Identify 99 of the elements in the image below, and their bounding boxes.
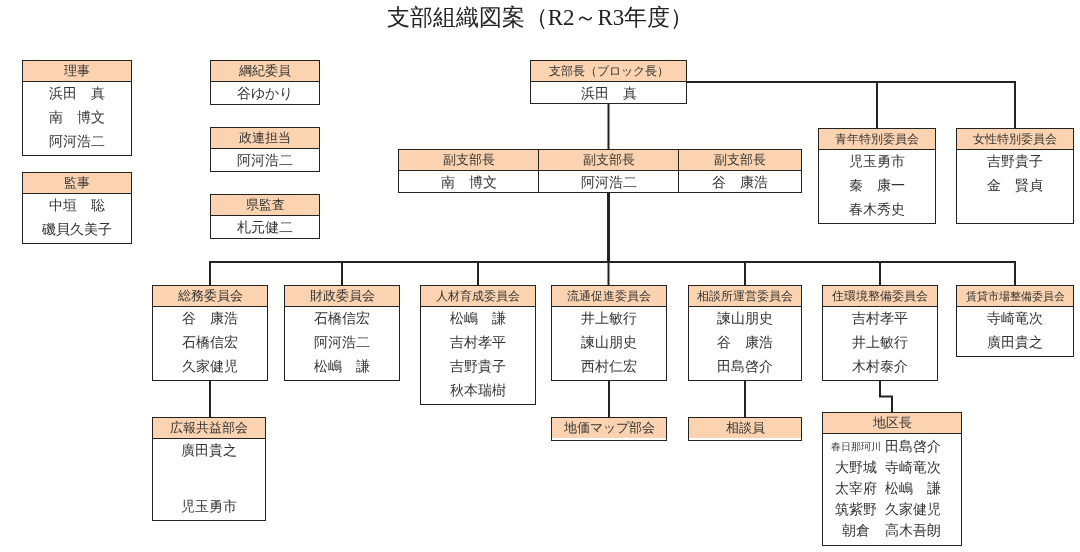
box-heading: 副支部長: [399, 150, 538, 171]
member-name: 吉野貴子: [449, 358, 507, 376]
member-name: 諫山朋史: [580, 334, 638, 352]
member-name: 春木秀史: [848, 201, 906, 219]
box-heading: 支部長（ブロック長）: [531, 61, 686, 82]
member-name: 石橋信宏: [313, 310, 371, 328]
connector-line: [607, 103, 610, 150]
member-name: 谷ゆかり: [236, 85, 294, 103]
member-name: 阿河浩二: [48, 133, 106, 151]
member-name: 浜田 真: [579, 85, 638, 103]
box-heading: 住環境整備委員会: [823, 286, 937, 307]
org-box: [398, 149, 539, 193]
box-heading: 財政委員会: [285, 286, 399, 307]
member-name: 札元健二: [236, 219, 294, 237]
member-name: 松嶋 謙: [885, 480, 942, 498]
member-name: 松嶋 謙: [449, 310, 507, 328]
org-box: [210, 60, 320, 105]
member-name: 高木吾朗: [885, 522, 942, 540]
connector-line: [744, 380, 746, 418]
district-name: 朝倉: [841, 522, 871, 540]
member-name: 吉村孝平: [449, 334, 507, 352]
org-box: [152, 285, 268, 381]
box-heading: 女性特別委員会: [957, 129, 1073, 150]
member-name: 廣田貴之: [180, 442, 238, 460]
member-name: 吉野貴子: [986, 153, 1044, 171]
district-name: 春日那珂川: [830, 440, 882, 454]
member-name: 秋本瑞樹: [449, 382, 507, 400]
box-heading: 県監査: [211, 195, 319, 216]
member-name: 谷 康浩: [716, 334, 774, 352]
box-heading: 理事: [23, 61, 131, 82]
member-name: 田島啓介: [716, 358, 774, 376]
chart-title: 支部組織図案（R2～R3年度）: [386, 4, 694, 32]
member-name: 南 博文: [439, 174, 498, 192]
member-name: 廣田貴之: [986, 334, 1044, 352]
box-heading: 綱紀委員: [211, 61, 319, 82]
member-name: 田島啓介: [885, 438, 942, 456]
member-name: 松嶋 謙: [313, 358, 371, 376]
district-name: 筑紫野: [834, 501, 878, 519]
district-name: 大野城: [834, 459, 878, 477]
member-name: 児玉勇市: [180, 498, 238, 516]
member-name: 児玉勇市: [848, 153, 906, 171]
member-name: 西村仁宏: [580, 358, 638, 376]
connector-line: [686, 81, 1016, 129]
member-name: 寺崎竜次: [986, 310, 1044, 328]
org-box: [22, 172, 132, 244]
org-box: [678, 149, 802, 193]
box-heading: 政連担当: [211, 128, 319, 149]
box-heading: 人材育成委員会: [421, 286, 535, 307]
member-name: 久家健児: [885, 501, 942, 519]
member-name: 南 博文: [48, 109, 106, 127]
org-box: [22, 60, 132, 156]
box-heading: 賃貸市場整備委員会: [957, 286, 1073, 307]
member-name: 阿河浩二: [579, 174, 638, 192]
box-heading: 副支部長: [679, 150, 801, 171]
member-name: 阿河浩二: [236, 152, 294, 170]
box-heading: 副支部長: [539, 150, 678, 171]
member-name: 久家健児: [181, 358, 239, 376]
member-name: 谷 康浩: [711, 174, 769, 192]
org-box: [822, 285, 938, 381]
org-box: [420, 285, 536, 405]
org-box: [210, 127, 320, 172]
box-heading: 相談員: [689, 418, 801, 438]
connector-line: [209, 380, 211, 418]
box-heading: 青年特別委員会: [819, 129, 935, 150]
connector-line: [608, 380, 610, 418]
org-box: [152, 417, 266, 521]
connector-line: [879, 380, 893, 413]
member-name: 井上敏行: [580, 310, 638, 328]
org-box: [538, 149, 679, 193]
member-name: 浜田 真: [48, 85, 106, 103]
box-heading: 総務委員会: [153, 286, 267, 307]
org-box: [818, 128, 936, 224]
org-box: [530, 60, 687, 104]
member-name: 吉村孝平: [851, 310, 909, 328]
org-box: [688, 285, 802, 381]
member-name: 谷 康浩: [181, 310, 239, 328]
org-box: [284, 285, 400, 381]
district-name: 太宰府: [834, 480, 878, 498]
member-name: 石橋信宏: [181, 334, 239, 352]
member-name: 寺崎竜次: [885, 459, 942, 477]
box-heading: 広報共益部会: [153, 418, 265, 439]
member-name: 木村泰介: [851, 358, 909, 376]
member-name: 井上敏行: [851, 334, 909, 352]
org-box: [551, 285, 667, 381]
member-name: 阿河浩二: [313, 334, 371, 352]
org-box: [822, 412, 962, 546]
box-heading: 流通促進委員会: [552, 286, 666, 307]
org-box: [956, 128, 1074, 224]
member-name: 金 賢貞: [986, 177, 1044, 195]
member-name: 秦 康一: [848, 177, 906, 195]
box-heading: 相談所運営委員会: [689, 286, 801, 307]
org-box: [956, 285, 1074, 357]
member-name: 磯貝久美子: [41, 221, 113, 239]
box-heading: 地区長: [823, 413, 961, 434]
member-name: 諫山朋史: [716, 310, 774, 328]
box-heading: 監事: [23, 173, 131, 194]
member-name: 中垣 聡: [48, 197, 106, 215]
box-heading: 地価マップ部会: [552, 418, 666, 438]
org-box: [210, 194, 320, 239]
